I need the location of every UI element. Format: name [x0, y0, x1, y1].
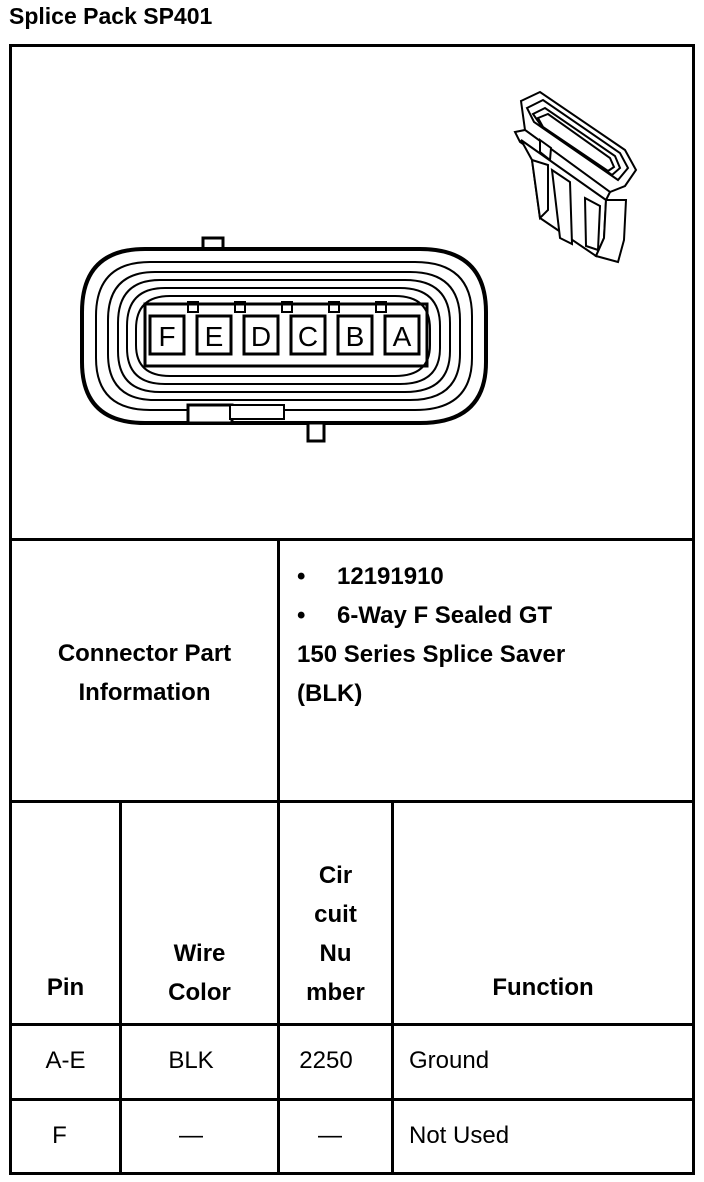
connector-info-values: • 12191910 • 6-Way F Sealed GT 150 Series … — [297, 557, 687, 713]
connector-diagram: F E D C B A — [80, 90, 638, 443]
divider-col-3 — [391, 800, 394, 1175]
connector-face-illustration — [80, 236, 488, 443]
header-wire-color-line2: Color — [168, 979, 231, 1006]
connector-table-frame — [9, 44, 695, 1175]
row-1-function: Ground — [409, 1047, 490, 1074]
divider-info — [9, 800, 695, 803]
connector-description-3: (BLK) — [297, 680, 363, 707]
header-circuit-line2: cuit — [314, 901, 357, 928]
header-circuit-number: Cir cuit Nu mber — [280, 856, 391, 1012]
divider-info-column — [277, 538, 280, 803]
connector-3d-illustration — [513, 90, 638, 264]
pin-label-f: F — [158, 321, 175, 352]
pin-label-e: E — [205, 321, 224, 352]
bullet-icon: • — [297, 563, 306, 590]
row-1-pin: A-E — [45, 1047, 86, 1074]
pin-label-a: A — [393, 321, 412, 352]
row-1-circuit: 2250 — [299, 1047, 353, 1074]
header-pin: Pin — [46, 974, 85, 1001]
row-2-wire-color: — — [179, 1122, 203, 1149]
connector-description-2: 150 Series Splice Saver — [297, 641, 566, 668]
pin-label-b: B — [346, 321, 365, 352]
part-number-line: • 12191910 — [297, 557, 687, 596]
header-circuit-line3: Nu — [319, 940, 352, 967]
row-2-function: Not Used — [409, 1122, 510, 1149]
divider-row — [9, 1098, 695, 1101]
divider-col-1 — [119, 800, 122, 1175]
description-line: • 6-Way F Sealed GT — [297, 596, 687, 635]
row-2-circuit: — — [318, 1122, 342, 1149]
connector-info-label: Connector Part Information — [12, 634, 277, 712]
divider-header — [9, 1023, 695, 1026]
page-title: Splice Pack SP401 — [9, 3, 213, 29]
divider-col-2 — [277, 800, 280, 1175]
connector-description-1: 6-Way F Sealed GT — [337, 602, 553, 629]
header-function: Function — [492, 974, 594, 1001]
part-number: 12191910 — [337, 563, 444, 590]
header-wire-color-line1: Wire — [173, 940, 226, 967]
connector-info-label-line2: Information — [78, 679, 211, 706]
header-circuit-line1: Cir — [318, 862, 353, 889]
pin-label-d: D — [251, 321, 271, 352]
row-1-wire-color: BLK — [168, 1047, 214, 1074]
connector-info-label-line1: Connector Part — [57, 640, 232, 667]
bullet-icon: • — [297, 602, 306, 629]
header-wire-color: Wire Color — [122, 934, 277, 1012]
pin-label-c: C — [298, 321, 318, 352]
header-circuit-line4: mber — [306, 979, 365, 1006]
row-2-pin: F — [52, 1122, 67, 1149]
divider-diagram — [9, 538, 695, 541]
